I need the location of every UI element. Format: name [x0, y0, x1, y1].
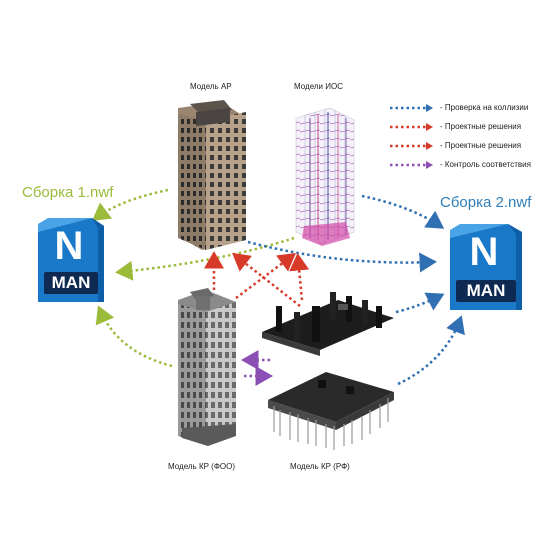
collision-arrows	[247, 194, 465, 386]
label-model-kr-rf: Модель КР (РФ)	[290, 462, 350, 471]
legend-text-compliance: - Контроль соответствия	[440, 160, 531, 169]
legend-item-compliance: - Контроль соответствия	[388, 155, 558, 174]
legend-arrow-decisions-2	[390, 141, 433, 150]
legend-text-decisions-2: - Проектные решения	[440, 141, 522, 150]
legend-item-collision: - Проверка на коллизии	[388, 98, 558, 117]
compliance-arrows	[241, 350, 273, 386]
navisworks-letter-left: N	[54, 224, 84, 268]
label-assembly-2: Сборка 2.nwf	[440, 194, 532, 211]
navisworks-icon-left: N MAN	[34, 218, 104, 302]
legend-item-decisions-2: - Проектные решения	[388, 136, 558, 155]
legend-item-decisions: - Проектные решения	[388, 117, 558, 136]
label-assembly-1: Сборка 1.nwf	[22, 184, 114, 201]
navisworks-letter-right: N	[469, 230, 499, 274]
building-ar-image	[178, 100, 246, 250]
legend-arrow-collision	[390, 103, 433, 112]
building-kr-foo-image	[178, 288, 236, 446]
label-model-ar: Модель АР	[190, 82, 232, 91]
decision-arrows	[204, 251, 310, 307]
navisworks-badge-right: MAN	[456, 280, 516, 302]
building-ios-image	[295, 107, 355, 246]
legend-text-decisions: - Проектные решения	[440, 122, 522, 131]
foundation-walls-image	[262, 292, 394, 356]
legend-arrow-compliance	[390, 160, 433, 169]
legend-arrow-decisions	[390, 122, 433, 131]
legend-text-collision: - Проверка на коллизии	[440, 103, 529, 112]
label-model-ios: Модели ИОС	[294, 82, 343, 91]
label-model-kr-foo: Модель КР (ФОО)	[168, 462, 236, 471]
navisworks-badge-left: MAN	[44, 272, 98, 294]
legend: - Проверка на коллизии - Проектные решен…	[388, 98, 558, 174]
foundation-piles-image	[268, 372, 394, 450]
navisworks-icon-right: N MAN	[446, 224, 522, 310]
